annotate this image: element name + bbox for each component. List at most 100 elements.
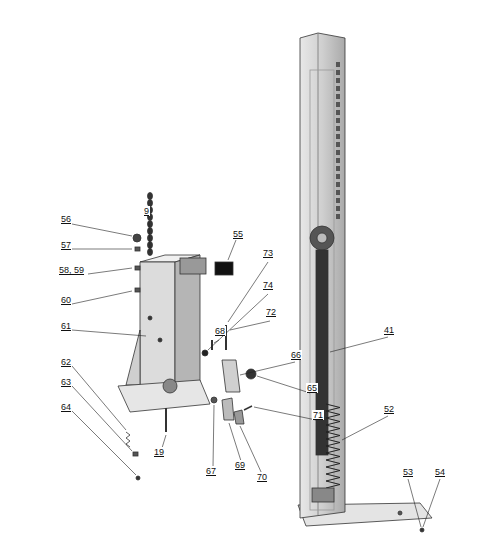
slot bbox=[336, 126, 340, 131]
small-part bbox=[136, 476, 140, 480]
screw bbox=[244, 406, 252, 410]
small-part bbox=[135, 288, 140, 292]
leader-line bbox=[149, 222, 150, 252]
ball bbox=[133, 234, 141, 242]
slot bbox=[336, 150, 340, 155]
slot bbox=[336, 78, 340, 83]
callout-number: 73 bbox=[262, 248, 274, 258]
leader-line bbox=[240, 362, 295, 375]
leader-line bbox=[72, 291, 132, 304]
callout-number: 55 bbox=[232, 229, 244, 239]
carriage-side bbox=[175, 255, 200, 400]
leader-line bbox=[230, 321, 270, 330]
leader-line bbox=[72, 249, 132, 250]
callout-number: 60 bbox=[60, 295, 72, 305]
leader-line bbox=[408, 479, 421, 527]
callout-number: 41 bbox=[383, 325, 395, 335]
callout-number: 66 bbox=[290, 350, 302, 360]
slot bbox=[336, 174, 340, 179]
hole bbox=[158, 338, 162, 342]
small-part bbox=[133, 452, 138, 456]
carriage bbox=[118, 193, 256, 481]
callout-number: 64 bbox=[60, 402, 72, 412]
leader-line bbox=[229, 423, 241, 461]
pulley bbox=[310, 226, 334, 250]
column-channel bbox=[310, 70, 334, 510]
slot bbox=[336, 94, 340, 99]
hole bbox=[148, 316, 152, 320]
slot bbox=[336, 102, 340, 107]
leader-line bbox=[213, 405, 214, 467]
slot bbox=[336, 190, 340, 195]
cylinder-base bbox=[312, 488, 334, 502]
callout-number: 52 bbox=[383, 404, 395, 414]
slot bbox=[336, 110, 340, 115]
slot bbox=[336, 70, 340, 75]
pad-block bbox=[215, 262, 233, 275]
carriage-foot bbox=[118, 380, 210, 412]
leader-line bbox=[330, 337, 388, 352]
callout-number: 56 bbox=[60, 214, 72, 224]
chain-link bbox=[148, 193, 153, 200]
callout-number: 72 bbox=[265, 307, 277, 317]
leader-line bbox=[72, 411, 136, 475]
bolt bbox=[420, 528, 424, 532]
slot bbox=[336, 86, 340, 91]
leader-line bbox=[423, 479, 440, 527]
leader-line bbox=[254, 407, 316, 420]
latch bbox=[222, 398, 234, 420]
callout-number: 63 bbox=[60, 377, 72, 387]
leader-line bbox=[342, 416, 388, 440]
small-part bbox=[135, 247, 140, 251]
callout-number: 58, 59 bbox=[58, 265, 85, 275]
column-body bbox=[300, 33, 345, 518]
washer bbox=[202, 350, 208, 356]
callout-number: 53 bbox=[402, 467, 414, 477]
foot-lug bbox=[163, 379, 177, 393]
washer bbox=[211, 397, 217, 403]
gusset bbox=[126, 330, 140, 385]
slot-row bbox=[336, 62, 340, 219]
chain-link bbox=[148, 228, 153, 235]
callout-number: 69 bbox=[234, 460, 246, 470]
callout-number: 19 bbox=[153, 447, 165, 457]
knob bbox=[246, 369, 256, 379]
slot bbox=[336, 158, 340, 163]
callout-number: 68 bbox=[214, 326, 226, 336]
small-part bbox=[135, 266, 140, 270]
slot bbox=[336, 118, 340, 123]
chain bbox=[148, 193, 153, 256]
callout-number: 74 bbox=[262, 280, 274, 290]
chain-link bbox=[148, 235, 153, 242]
slot bbox=[336, 62, 340, 67]
callout-number: 71 bbox=[312, 410, 324, 420]
chain-link bbox=[148, 221, 153, 228]
slot bbox=[336, 134, 340, 139]
slot bbox=[336, 206, 340, 211]
leader-line bbox=[257, 376, 310, 393]
bolt bbox=[398, 511, 402, 515]
leader-line bbox=[72, 224, 132, 236]
slot bbox=[336, 142, 340, 147]
slot bbox=[336, 214, 340, 219]
callout-number: 62 bbox=[60, 357, 72, 367]
leader-line bbox=[88, 268, 132, 274]
latch-plate bbox=[234, 410, 244, 424]
leader-lines bbox=[72, 222, 440, 527]
callout-number: 67 bbox=[205, 466, 217, 476]
leader-line bbox=[228, 240, 236, 260]
callout-number: 70 bbox=[256, 472, 268, 482]
leader-line bbox=[208, 294, 268, 350]
leader-line bbox=[72, 366, 126, 430]
leader-line bbox=[72, 330, 146, 336]
callout-number: 65 bbox=[306, 383, 318, 393]
callout-number: 9 bbox=[143, 206, 150, 216]
pin bbox=[211, 340, 213, 350]
lock-plate bbox=[222, 360, 240, 392]
spring bbox=[326, 404, 340, 488]
callout-number: 61 bbox=[60, 321, 72, 331]
lift-column bbox=[298, 33, 432, 532]
hydraulic-cylinder bbox=[316, 250, 328, 455]
